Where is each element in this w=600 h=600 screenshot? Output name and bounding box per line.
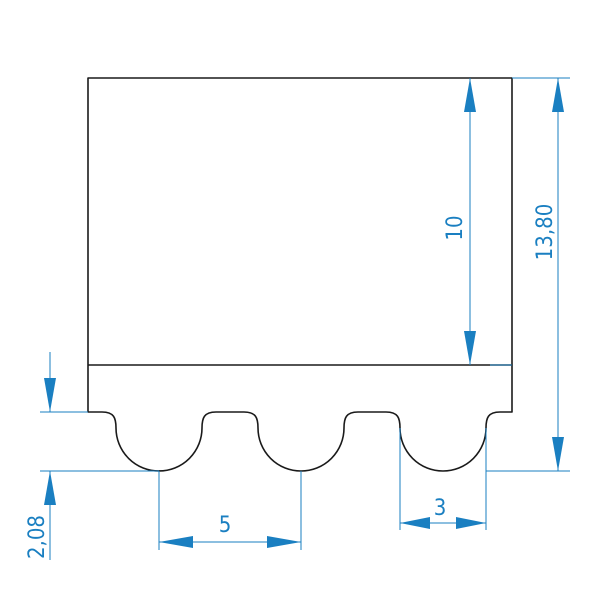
dimension-total-height: 13,80 <box>486 77 570 472</box>
dimension-body-height: 10 <box>443 78 512 366</box>
dimension-pitch: 5 <box>158 471 302 550</box>
arrowhead-tooth-width-left <box>400 517 430 529</box>
arrowhead-body-height-bottom <box>464 331 476 365</box>
arrowhead-tooth-depth-top <box>44 378 56 412</box>
dimension-tooth-depth: 2,08 <box>25 352 159 560</box>
dimension-label-body-height: 10 <box>443 215 468 240</box>
arrowhead-tooth-width-right <box>456 517 486 529</box>
dimension-label-tooth-depth: 2,08 <box>25 515 50 559</box>
dimension-label-tooth-width: 3 <box>434 496 447 521</box>
belt-outline <box>87 77 513 472</box>
arrowhead-tooth-depth-bottom <box>44 471 56 505</box>
arrowhead-total-height-bottom <box>552 437 564 471</box>
arrowhead-pitch-right <box>267 536 301 548</box>
arrowhead-total-height-top <box>552 78 564 112</box>
belt-profile-outline <box>87 77 513 472</box>
dimension-label-total-height: 13,80 <box>533 204 558 261</box>
dimension-label-pitch: 5 <box>219 513 232 538</box>
dimension-tooth-width: 3 <box>399 428 487 530</box>
arrowhead-body-height-top <box>464 78 476 112</box>
arrowhead-pitch-left <box>159 536 193 548</box>
